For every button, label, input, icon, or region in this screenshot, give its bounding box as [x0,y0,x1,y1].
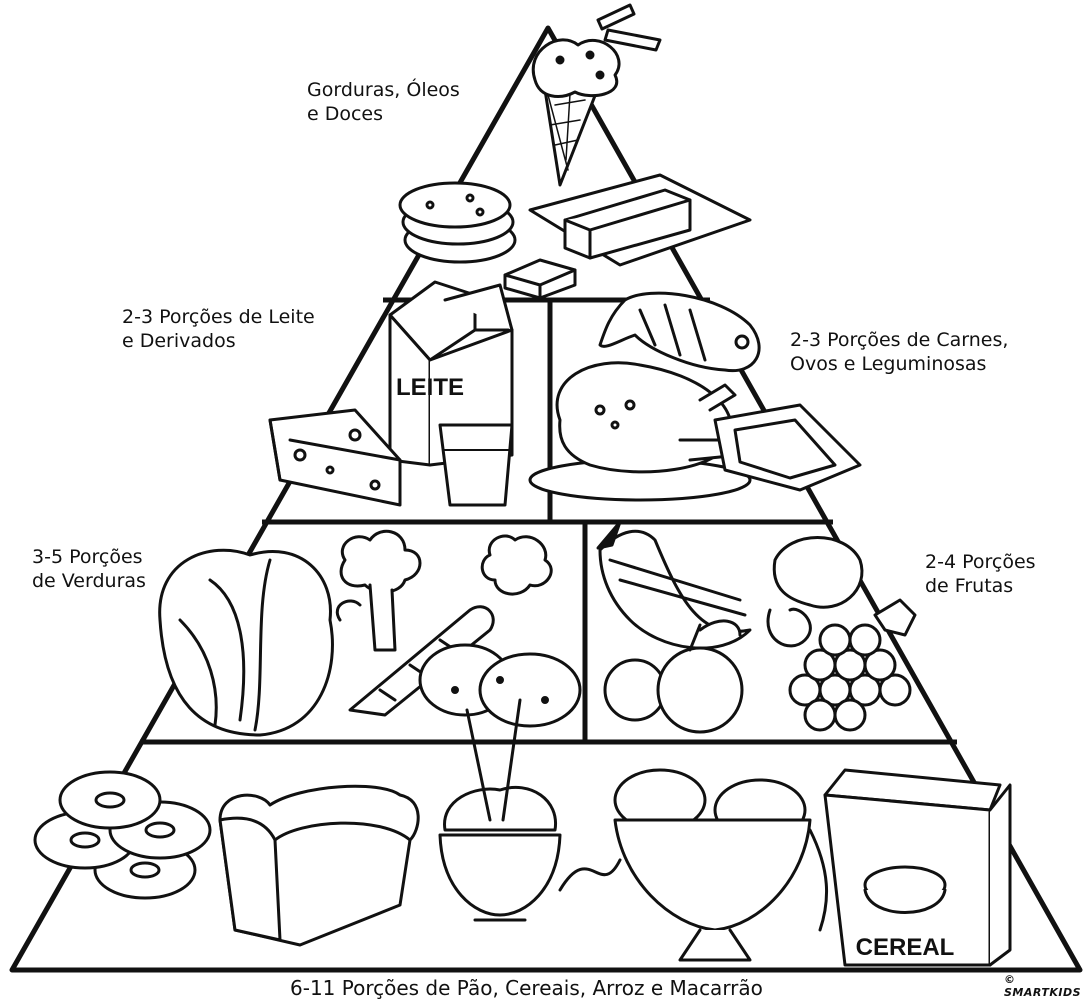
fats-label: Gorduras, Óleos e Doces [307,78,460,126]
milk-carton-label: LEITE [396,374,464,401]
grains-label: 6-11 Porções de Pão, Cereais, Arroz e Ma… [290,976,763,1000]
fruits-label: 2-4 Porções de Frutas [925,550,1036,598]
cookies-icon [400,183,515,262]
glass-of-milk-icon [440,425,512,505]
smartkids-credit: © SMARTKIDS [1004,973,1085,999]
protein-label: 2-3 Porções de Carnes, Ovos e Leguminosa… [790,328,1008,376]
cereal-box-label: CEREAL [856,934,955,961]
dairy-label: 2-3 Porções de Leite e Derivados [122,305,315,353]
vegetables-label: 3-5 Porções de Verduras [32,545,146,593]
